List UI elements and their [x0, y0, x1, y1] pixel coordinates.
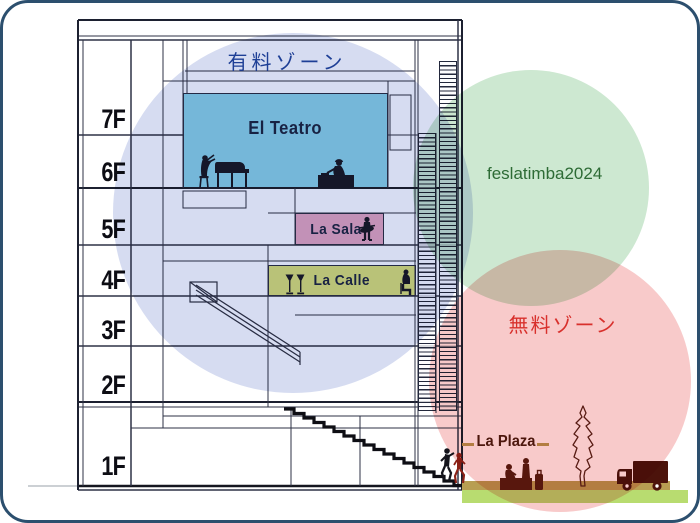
floor-label-1f: 1F: [101, 451, 125, 481]
paid-zone-label: 有料ゾーン: [227, 52, 347, 74]
floor-label-3f: 3F: [101, 315, 125, 345]
staircase-icon: [284, 407, 466, 490]
floor-label-2f: 2F: [101, 370, 125, 400]
festival-name-label: feslatimba2024: [487, 164, 603, 183]
floor-label-7f: 7F: [101, 104, 125, 134]
free-zone-label: 無料ゾーン: [508, 315, 618, 337]
free-zone-circle: [429, 250, 691, 512]
paid-zone-circle: [113, 33, 473, 393]
floor-label-4f: 4F: [101, 265, 125, 295]
